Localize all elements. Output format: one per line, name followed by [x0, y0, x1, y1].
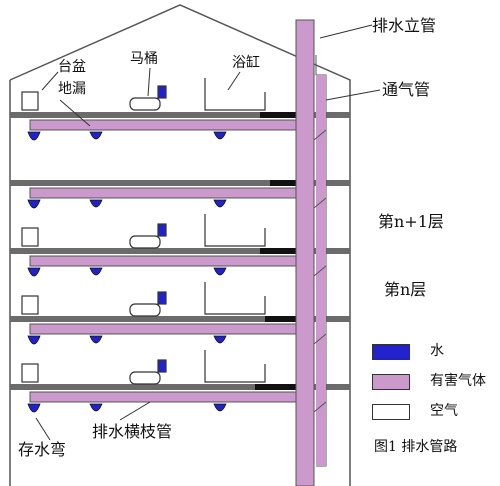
basin [21, 295, 39, 315]
toilet-label: 马桶 [130, 51, 158, 67]
branch-label: 排水横枝管 [92, 422, 173, 441]
toilet [129, 371, 161, 385]
branch-pipe [29, 323, 297, 335]
basin-label: 台盆 [58, 59, 86, 75]
branch-pipes [29, 119, 297, 403]
bathtub [204, 214, 266, 247]
floor-slab [10, 384, 350, 390]
branch-pipe [29, 187, 297, 199]
floor-n-label: 第n层 [384, 280, 427, 299]
toilet [129, 97, 161, 111]
branch-pipe [29, 391, 297, 403]
toilet-tank [157, 223, 167, 237]
traps [27, 131, 227, 413]
legend-swatch-air [372, 404, 410, 420]
toilet [129, 303, 161, 317]
legend-swatch-water [372, 344, 410, 360]
floor-n1-label: 第n+1层 [378, 212, 444, 231]
stack-label: 排水立管 [372, 16, 437, 35]
fixtures [21, 78, 266, 385]
roof-outline [9, 4, 351, 486]
floor-slab [10, 316, 350, 322]
branch-pipe [29, 255, 297, 267]
bathtub-label: 浴缸 [232, 55, 260, 71]
toilet-tank [157, 359, 167, 373]
floor-slabs [10, 112, 350, 390]
floor-drain-label: 地漏 [58, 81, 86, 97]
caption: 图1 排水管路 [374, 439, 458, 455]
leader-lines [35, 24, 381, 441]
bathtub [204, 282, 266, 315]
vent-label: 通气管 [382, 80, 431, 99]
bathtub [204, 78, 266, 111]
toilet-tank [157, 291, 167, 305]
trap-label: 存水弯 [18, 440, 67, 459]
basin [21, 91, 39, 111]
drain-stack [295, 19, 315, 486]
legend-gas: 有害气体 [430, 373, 486, 389]
legend-swatch-gas [372, 374, 410, 390]
branch-pipe [29, 119, 297, 131]
floor-slab [10, 180, 350, 186]
toilet-tank [157, 85, 167, 99]
basin [21, 227, 39, 247]
legend-water: 水 [430, 343, 444, 359]
floor-slab [10, 112, 350, 118]
floor-slab [10, 248, 350, 254]
legend-air: 空气 [430, 403, 458, 419]
toilet [129, 235, 161, 249]
bathtub [204, 350, 266, 383]
basin [21, 363, 39, 383]
